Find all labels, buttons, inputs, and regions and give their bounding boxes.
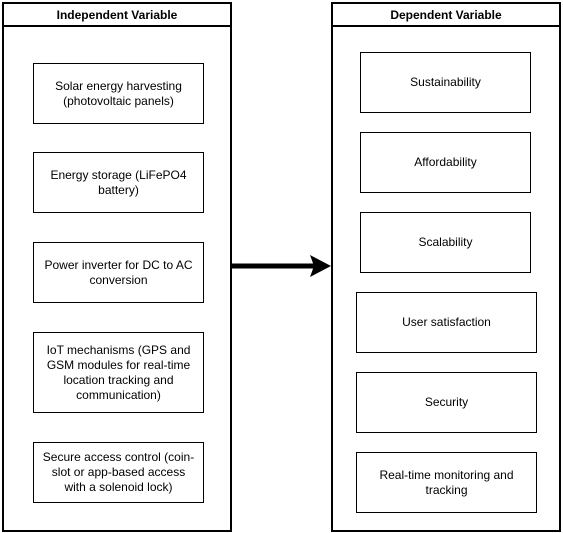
dependent-item-monitoring-tracking: Real-time monitoring and tracking [356,452,537,513]
dependent-variable-header: Dependent Variable [333,4,559,27]
independent-item-power-inverter: Power inverter for DC to AC conversion [33,242,204,303]
dependent-item-affordability: Affordability [360,132,531,193]
independent-item-energy-storage: Energy storage (LiFePO4 battery) [33,152,204,213]
independent-item-access-control: Secure access control (coin-slot or app-… [33,442,204,503]
independent-item-solar-harvesting: Solar energy harvesting (photovoltaic pa… [33,63,204,124]
arrow-head [310,255,331,277]
dependent-item-security: Security [356,372,537,433]
independent-variable-header: Independent Variable [4,4,230,27]
dependent-item-user-satisfaction: User satisfaction [356,292,537,353]
independent-item-iot-mechanisms: IoT mechanisms (GPS and GSM modules for … [33,332,204,413]
dependent-variable-panel: Dependent Variable Sustainability Afford… [331,2,561,532]
independent-variable-panel: Independent Variable Solar energy harves… [2,2,232,532]
dependent-item-scalability: Scalability [360,212,531,273]
dependent-item-sustainability: Sustainability [360,52,531,113]
